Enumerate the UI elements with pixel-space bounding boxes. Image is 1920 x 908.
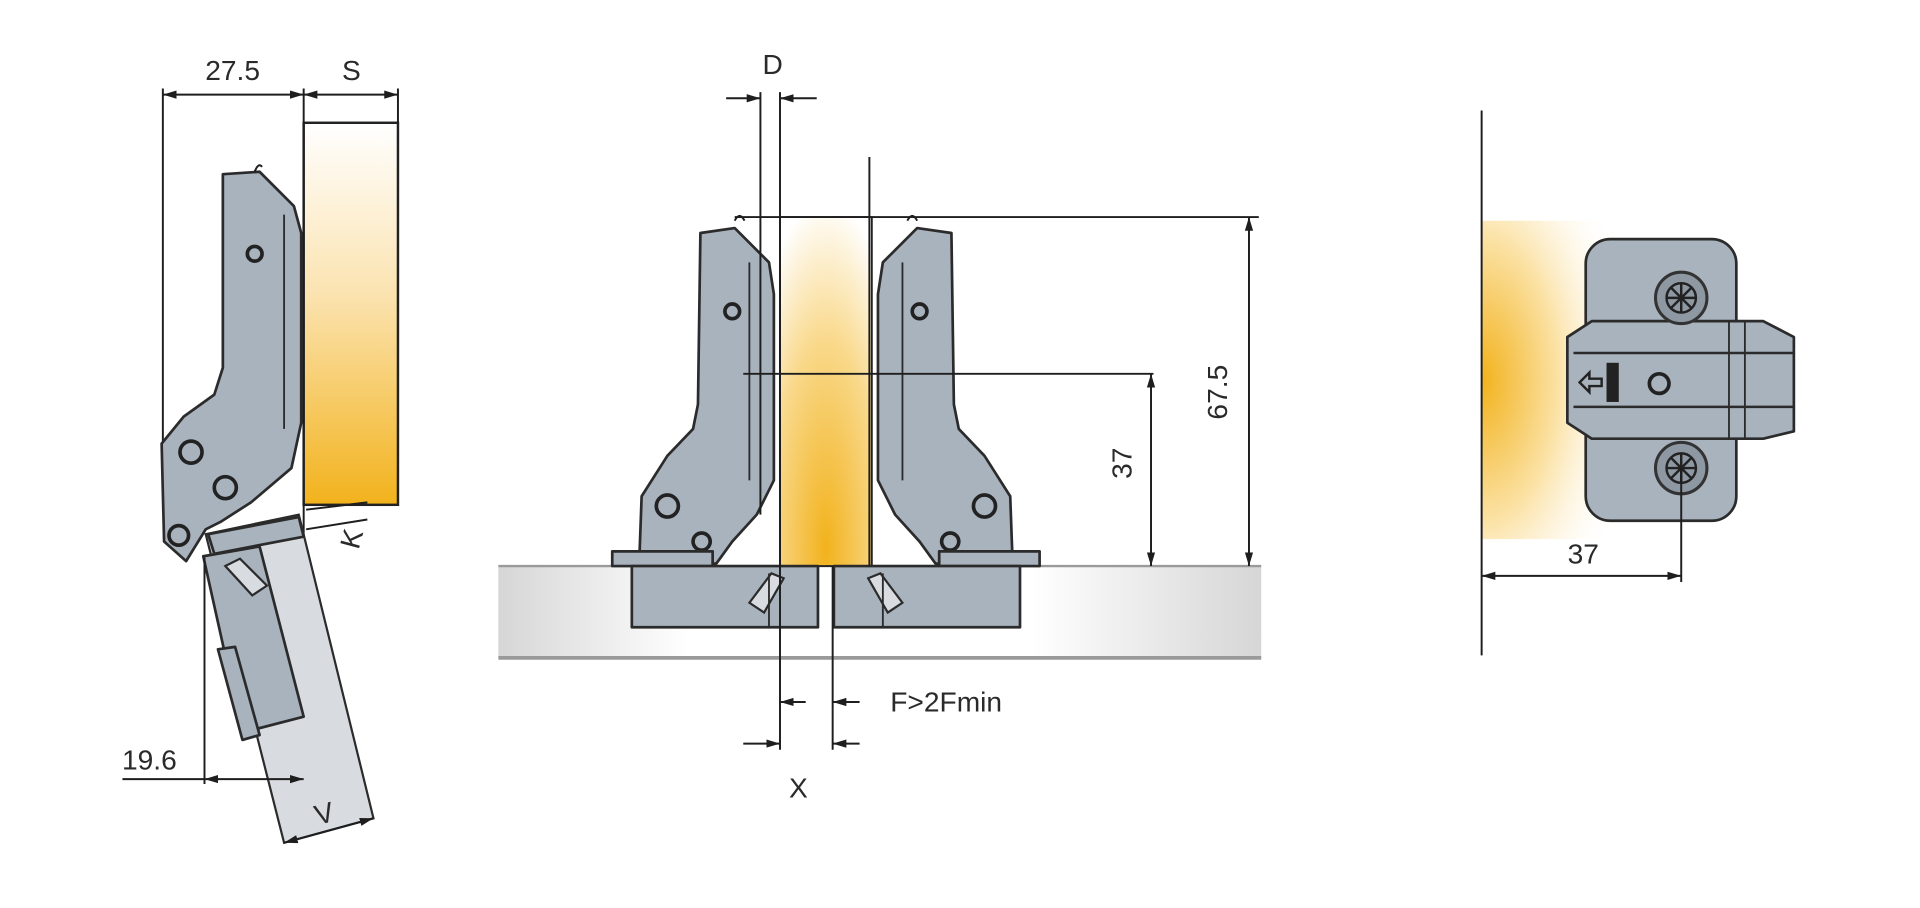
plate-slider <box>1566 319 1796 441</box>
screw-top-icon <box>1653 270 1709 326</box>
door-panel <box>303 122 398 505</box>
dim-opening-label: 19.6 <box>122 744 177 775</box>
dim-arm-width-label: 27.5 <box>205 55 260 86</box>
hinge-cup <box>206 515 306 556</box>
dim-edge-label: K <box>334 526 369 552</box>
side-view: 27.5 S 19.6 V K <box>122 55 400 845</box>
arrow-icon <box>1577 369 1603 396</box>
dim-spacing-label: X <box>789 772 808 803</box>
dim-distance-label: D <box>762 49 782 80</box>
dim-height-total-label: 67.5 <box>1202 365 1233 420</box>
dim-offset-label: 37 <box>1568 539 1599 570</box>
plate-view: 37 <box>1480 110 1796 656</box>
front-view: 67.5 37 D F>2Fmin X <box>498 49 1262 803</box>
dim-gap-rule-label: F>2Fmin <box>890 687 1002 718</box>
door-edge <box>779 216 873 567</box>
dim-door-thickness-label: S <box>342 55 361 86</box>
hinge-arm <box>160 170 303 563</box>
dim-height-center-label: 37 <box>1106 448 1137 479</box>
